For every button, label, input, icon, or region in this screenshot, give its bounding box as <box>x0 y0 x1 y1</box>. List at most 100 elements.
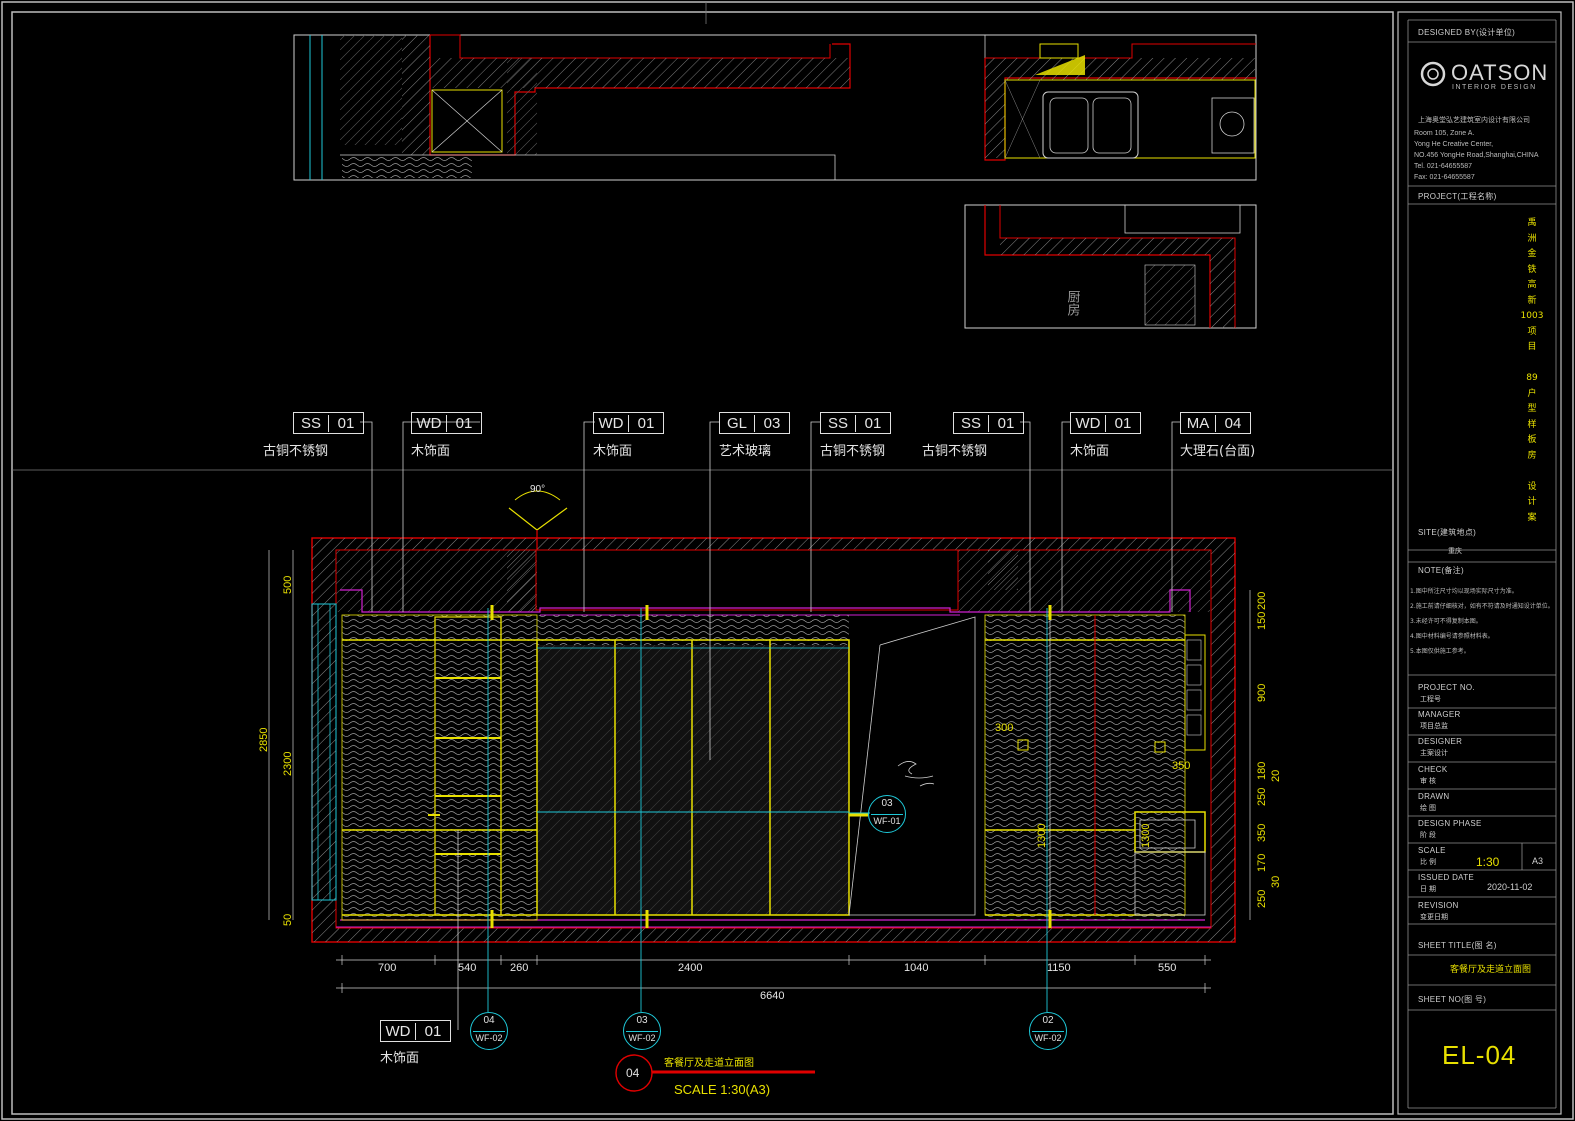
dim-inner-1300a: 1300 <box>1036 823 1048 848</box>
field-label-cn: 日 期 <box>1420 886 1436 894</box>
field-label-en: MANAGER <box>1418 710 1461 720</box>
material-tag-desc-7: 木饰面 <box>1070 444 1110 459</box>
project-name-char: 案 <box>1527 512 1537 523</box>
project-name-char: 型 <box>1527 404 1537 414</box>
tag-number: 01 <box>997 414 1015 432</box>
note-line: 2.施工前请仔细核对，如有不符请及时通知设计单位。 <box>1410 603 1550 610</box>
field-label-cn: 绘 图 <box>1420 804 1436 812</box>
drawing-title-name: 客餐厅及走道立面图 <box>664 1058 754 1069</box>
tag-code: SS <box>954 414 989 432</box>
project-name-char: 金 <box>1527 249 1537 259</box>
bubble-number: 03 <box>636 1015 648 1026</box>
tag-code: SS <box>821 414 856 432</box>
field-label-en: CHECK <box>1418 764 1448 774</box>
project-name-char: 板 <box>1527 435 1537 445</box>
leader-lines <box>360 421 1180 1030</box>
tag-number: 01 <box>864 414 882 432</box>
dim-h-260: 260 <box>510 962 529 974</box>
field-label-cn: 变更日期 <box>1420 913 1448 921</box>
dim-right-250: 250 <box>1256 787 1268 806</box>
tag-code: WD <box>381 1022 416 1040</box>
section-bubble-03[interactable]: 03 WF-02 <box>623 1012 661 1050</box>
angle-label: 90° <box>530 484 546 495</box>
project-name-char: 户 <box>1527 388 1537 399</box>
dim-left-50: 50 <box>282 913 294 926</box>
section-bubble-02[interactable]: 02 WF-02 <box>1029 1012 1067 1050</box>
tag-code: SS <box>294 414 329 432</box>
bubble-ref: WF-01 <box>873 816 901 826</box>
section-reference-lines <box>487 608 1048 1012</box>
bubble-ref: WF-02 <box>628 1033 656 1043</box>
note-line: 4.图中材料编号请参照材料表。 <box>1410 633 1494 640</box>
tag-number: 01 <box>455 414 473 432</box>
address-line: Room 105, Zone A. <box>1414 130 1475 137</box>
dim-right-170: 170 <box>1256 853 1268 872</box>
dim-right-350: 350 <box>1256 823 1268 842</box>
field-value: 1:30 <box>1476 855 1500 870</box>
sheet-number: EL-04 <box>1442 1040 1517 1070</box>
material-tag-desc-4: 艺术玻璃 <box>719 444 772 459</box>
plan-room-label: 厨房 <box>1065 290 1081 316</box>
project-name-char <box>1512 464 1552 480</box>
dim-h-1040: 1040 <box>904 962 929 974</box>
field-label-en: DESIGN PHASE <box>1418 819 1482 828</box>
project-name-char: 洲 <box>1527 233 1537 244</box>
material-tag-desc-3: 木饰面 <box>593 444 633 459</box>
material-tag-bottom-desc: 木饰面 <box>380 1051 420 1066</box>
dim-right-20: 20 <box>1270 769 1282 782</box>
dim-total: 6640 <box>760 990 785 1002</box>
field-label-en: PROJECT NO. <box>1418 683 1475 692</box>
bubble-number: 04 <box>483 1015 495 1026</box>
project-name-char: 项 <box>1527 326 1537 337</box>
bubble-number: 03 <box>881 798 893 809</box>
material-tag-desc-6: 古铜不锈钢 <box>922 444 988 459</box>
address-line: Tel. 021-64655587 <box>1414 163 1472 170</box>
title-block-dividers <box>1407 19 1557 1109</box>
dim-h-540: 540 <box>458 962 477 974</box>
material-tag-desc-1: 古铜不锈钢 <box>263 444 329 459</box>
note-line: 1.图中所注尺寸均以现场实际尺寸为准。 <box>1410 588 1518 595</box>
bubble-divider <box>626 1031 658 1032</box>
company-name-cn: 上海奥堂弘艺建筑室内设计有限公司 <box>1418 117 1530 124</box>
dim-h-1150: 1150 <box>1047 962 1071 974</box>
logo-mark-inner <box>1427 68 1439 80</box>
project-name-char: 89 <box>1526 373 1538 383</box>
field-label-en: DRAWN <box>1418 791 1450 801</box>
project-name-char: 1003 <box>1520 311 1544 321</box>
bubble-ref: WF-02 <box>475 1033 503 1043</box>
project-name-char: 高 <box>1527 280 1537 290</box>
dim-right-200: 200 <box>1256 591 1268 610</box>
detail-bubble-03[interactable]: 03 WF-01 <box>868 795 906 833</box>
field-label-cn: 比 例 <box>1420 859 1436 867</box>
notes-list: 1.图中所注尺寸均以现场实际尺寸为准。 2.施工前请仔细核对，如有不符请及时通知设… <box>1410 584 1550 659</box>
sheet-no-label: SHEET NO(图 号) <box>1418 995 1487 1004</box>
material-tag-desc-8: 大理石(台面) <box>1180 444 1256 459</box>
tag-code: WD <box>1071 414 1106 432</box>
drawing-frame <box>11 11 1394 1115</box>
tag-number: 01 <box>1114 414 1132 432</box>
logo-mark <box>1420 61 1446 87</box>
dim-right-30: 30 <box>1270 875 1282 888</box>
material-tag-desc-5: 古铜不锈钢 <box>820 444 886 459</box>
dim-left-500: 500 <box>282 575 294 594</box>
company-address: Room 105, Zone A. Yong He Creative Cente… <box>1414 128 1539 183</box>
field-label-en: DESIGNER <box>1418 737 1463 747</box>
plan-view-right <box>984 35 1256 161</box>
note-label: NOTE(备注) <box>1418 566 1464 575</box>
tag-number: 04 <box>1224 414 1242 432</box>
field-label-en: REVISION <box>1418 900 1459 910</box>
field-value: 2020-11-02 <box>1487 882 1533 893</box>
section-bubble-04[interactable]: 04 WF-02 <box>470 1012 508 1050</box>
dim-right-180: 180 <box>1256 761 1268 780</box>
project-name-char: 禹 <box>1527 218 1537 228</box>
field-label-en: ISSUED DATE <box>1418 873 1475 883</box>
sheet-title-label: SHEET TITLE(图 名) <box>1418 941 1497 950</box>
field-label-cn: 工程号 <box>1420 696 1441 703</box>
title-block-frame <box>1397 11 1562 1115</box>
dim-right-900: 900 <box>1256 683 1268 702</box>
designed-by-label: DESIGNED BY(设计单位) <box>1418 28 1516 37</box>
